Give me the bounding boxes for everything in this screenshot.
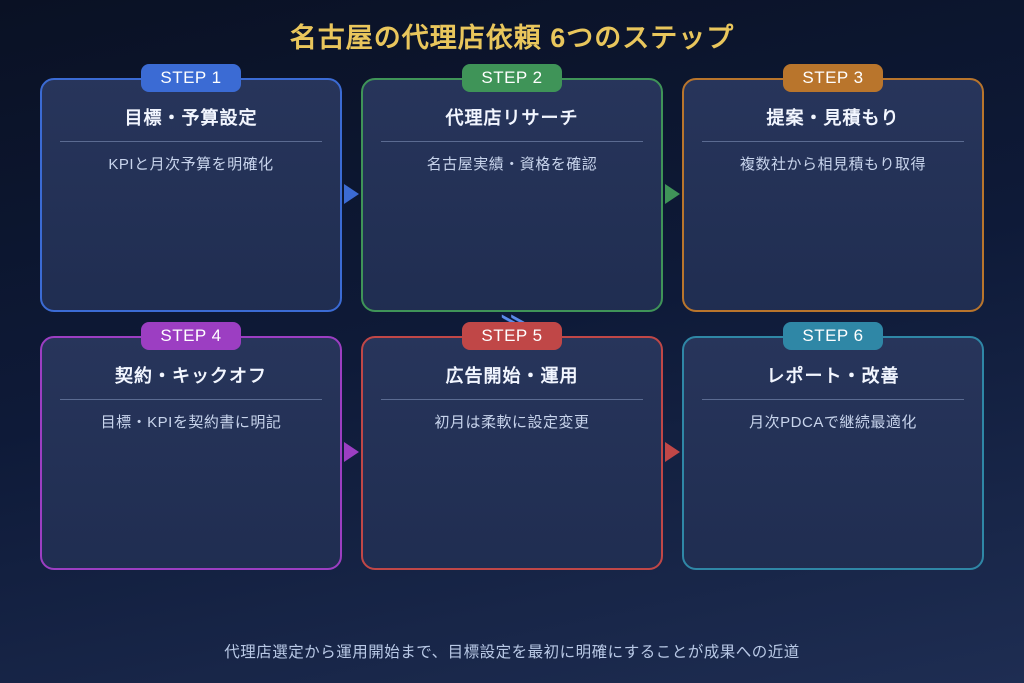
card-divider — [702, 399, 964, 400]
step-badge-3: STEP 3 — [783, 64, 883, 92]
step-badge-6: STEP 6 — [783, 322, 883, 350]
step-badge-5: STEP 5 — [462, 322, 562, 350]
step-title-1: 目標・予算設定 — [124, 108, 258, 128]
card-divider — [381, 399, 643, 400]
flow-arrow-step1-to-step2 — [344, 184, 359, 204]
step-description-3: 複数社から相見積もり取得 — [739, 156, 926, 173]
step-title-5: 広告開始・運用 — [445, 366, 579, 386]
step-card-5: ≫ STEP 5 広告開始・運用 初月は柔軟に設定変更 — [361, 309, 663, 570]
step-title-4: 契約・キックオフ — [115, 366, 267, 386]
step-description-4: 目標・KPIを契約書に明記 — [100, 414, 282, 431]
step-card-1: STEP 1 目標・予算設定 KPIと月次予算を明確化 — [40, 64, 342, 312]
flow-arrow-step4-to-step5 — [344, 442, 359, 462]
step-card-3: STEP 3 提案・見積もり 複数社から相見積もり取得 — [682, 64, 984, 312]
step-description-1: KPIと月次予算を明確化 — [108, 156, 274, 173]
step-description-6: 月次PDCAで継続最適化 — [749, 414, 917, 431]
footer-note: 代理店選定から運用開始まで、目標設定を最初に明確にすることが成果への近道 — [224, 644, 800, 661]
flow-arrow-step2-to-step3 — [665, 184, 680, 204]
flow-arrow-step5-to-step6 — [665, 442, 680, 462]
card-divider — [381, 141, 643, 142]
step-card-6: STEP 6 レポート・改善 月次PDCAで継続最適化 — [682, 322, 984, 570]
step-card-4: STEP 4 契約・キックオフ 目標・KPIを契約書に明記 — [40, 322, 342, 570]
step-title-6: レポート・改善 — [766, 366, 900, 386]
page-title: 名古屋の代理店依頼 6つのステップ — [289, 23, 735, 53]
step-title-3: 提案・見積もり — [766, 108, 900, 128]
card-divider — [60, 141, 322, 142]
step-title-2: 代理店リサーチ — [445, 108, 579, 128]
step-description-5: 初月は柔軟に設定変更 — [434, 414, 590, 431]
step-badge-4: STEP 4 — [141, 322, 241, 350]
step-card-2: STEP 2 代理店リサーチ 名古屋実績・資格を確認 — [361, 64, 663, 312]
step-description-2: 名古屋実績・資格を確認 — [426, 156, 598, 173]
step-badge-2: STEP 2 — [462, 64, 562, 92]
step-badge-1: STEP 1 — [141, 64, 241, 92]
card-divider — [702, 141, 964, 142]
card-divider — [60, 399, 322, 400]
